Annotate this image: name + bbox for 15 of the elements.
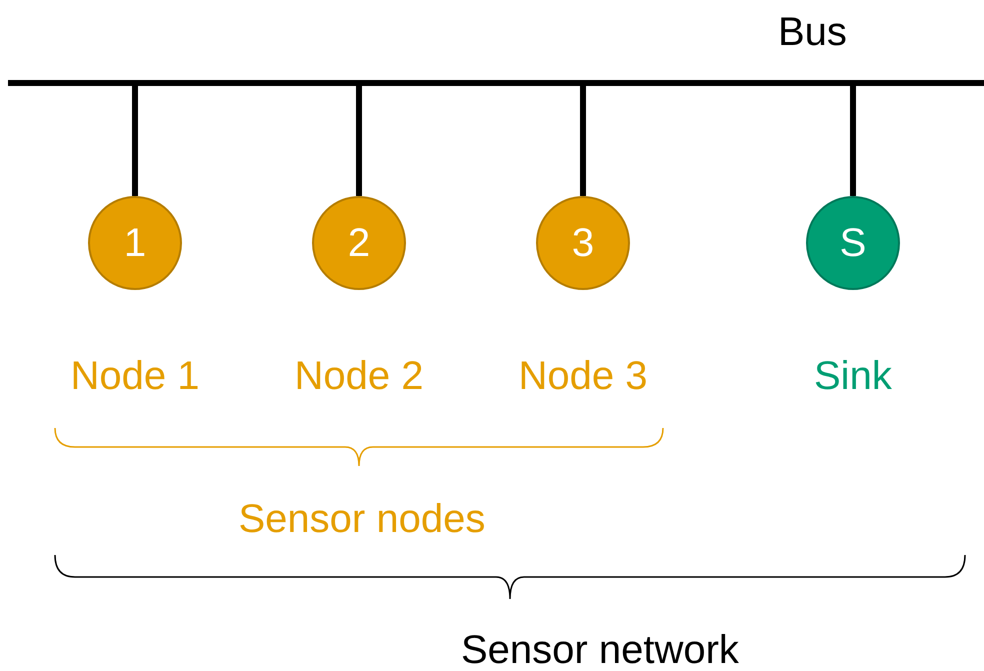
connector-line: [850, 86, 856, 196]
connector-line: [356, 86, 362, 196]
connector-line: [132, 86, 138, 196]
bus-label: Bus: [778, 12, 847, 52]
connector-line: [580, 86, 586, 196]
node-circle: 2: [312, 196, 406, 290]
group-label: Sensor nodes: [238, 499, 486, 539]
node-caption: Node 2: [294, 356, 424, 396]
node-caption: Sink: [814, 356, 892, 396]
group-label: Sensor network: [461, 630, 739, 670]
node-caption: Node 3: [518, 356, 648, 396]
node-circle: 3: [536, 196, 630, 290]
node-circle: 1: [88, 196, 182, 290]
node-caption: Node 1: [70, 356, 200, 396]
node-circle: S: [806, 196, 900, 290]
